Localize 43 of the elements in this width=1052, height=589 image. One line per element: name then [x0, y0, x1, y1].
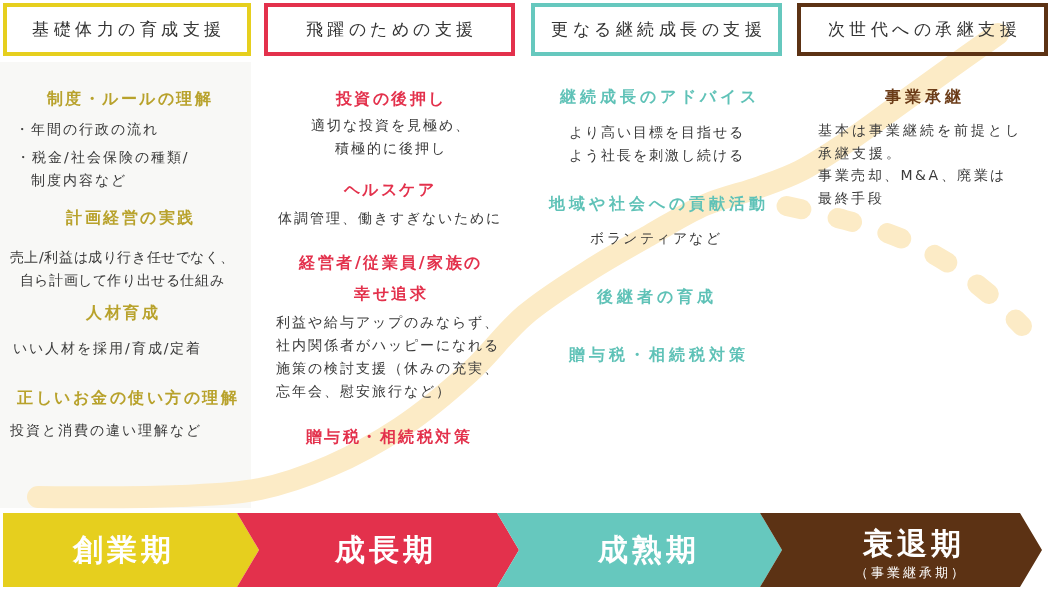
- phase-banner: [237, 513, 519, 587]
- header-title: 次世代への承継支援: [826, 18, 1022, 41]
- section-text: 基本は事業継続を前提とし承継支援。: [818, 120, 1023, 163]
- phase-banner: [760, 513, 1042, 587]
- header-title: 更なる継続成長の支援: [550, 18, 766, 41]
- phase-label: 創業期: [72, 532, 175, 568]
- section-heading: 地域や社会への貢献活動: [549, 193, 769, 215]
- header-box: [264, 3, 515, 56]
- section-text: いい人材を採用/育成/定着: [13, 338, 203, 358]
- section-heading: 経営者/従業員/家族の幸せ追求: [299, 251, 483, 305]
- section-heading: 計画経営の実践: [66, 207, 196, 229]
- section-text: ・年間の行政の流れ: [15, 119, 159, 139]
- section-heading: 人材育成: [86, 302, 160, 324]
- phase-banner: [3, 513, 259, 587]
- header-box: [3, 3, 251, 56]
- section-heading: ヘルスケア: [343, 179, 437, 201]
- section-text: 事業売却、M&A、廃業は最終手段: [818, 165, 1008, 208]
- info-panel: [0, 62, 251, 508]
- header-title: 飛躍のための支援: [304, 18, 478, 41]
- header-box: [531, 3, 782, 56]
- phase-banner: [497, 513, 782, 587]
- header-box: [797, 3, 1048, 56]
- section-text: より高い目標を目指せるよう社長を刺激し続ける: [568, 122, 746, 165]
- section-heading: 投資の後押し: [335, 88, 447, 110]
- phase-label: 成長期: [334, 532, 437, 568]
- phase-label: 成熟期: [597, 532, 700, 568]
- section-text: 売上/利益は成り行き任せでなく、自ら計画して作り出せる仕組み: [8, 247, 236, 290]
- section-heading: 正しいお金の使い方の理解: [17, 387, 239, 409]
- section-text: 適切な投資を見極め、積極的に後押し: [310, 115, 472, 158]
- phase-sublabel: （事業継承期）: [853, 565, 967, 581]
- section-text: ・税金/社会保険の種類/制度内容など: [16, 147, 191, 190]
- section-heading: 事業承継: [885, 86, 965, 108]
- section-heading: 継続成長のアドバイス: [560, 86, 760, 108]
- section-text: 体調管理、働きすぎないために: [278, 208, 502, 228]
- section-text: 投資と消費の違い理解など: [10, 420, 202, 440]
- section-heading: 後継者の育成: [597, 286, 717, 308]
- section-text: ボランティアなど: [590, 228, 722, 248]
- section-heading: 制度・ルールの理解: [46, 88, 214, 110]
- phase-label: 衰退期: [862, 526, 965, 562]
- header-title: 基礎体力の育成支援: [31, 18, 226, 41]
- section-heading: 贈与税・相続税対策: [305, 426, 473, 448]
- section-heading: 贈与税・相続税対策: [569, 344, 749, 366]
- section-text: 利益や給与アップのみならず、社内関係者がハッピーになれる施策の検討支援（休みの充実、忘年会、慰安旅行など）: [276, 312, 501, 401]
